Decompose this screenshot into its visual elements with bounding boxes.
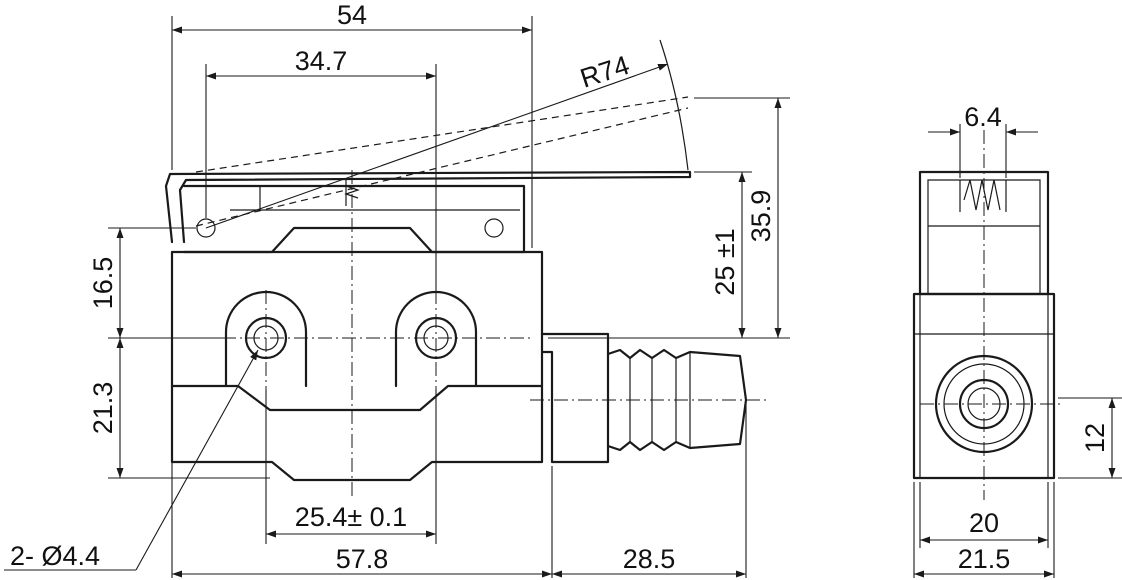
dim-34-7-label: 34.7 [295,46,348,76]
lever-swing-dashed-2 [195,107,689,227]
dim-12-label: 12 [1080,423,1110,453]
dim-21-3-label: 21.3 [88,382,118,435]
front-dimensions: 54 34.7 R74 16.5 21.3 25.4± 0.1 2- Ø4.4 … [4,0,790,578]
housing-step [170,384,544,412]
dim-57-8-label: 57.8 [336,544,389,574]
dim-16-5-label: 16.5 [88,257,118,310]
dim-54-label: 54 [337,0,367,30]
side-body [912,292,1056,480]
dim-20-label: 20 [969,508,999,538]
pivot-hole-right [484,218,504,238]
lever-arm [164,170,692,244]
dim-35-9-label: 35.9 [746,190,776,243]
plunger-collar [540,332,610,464]
side-view [912,130,1060,500]
hole-callout-leader [135,349,259,571]
pivot-hole-left [196,218,216,238]
lever-swing-dashed [195,96,689,173]
lever-arc [659,39,689,171]
dim-r74-label: R74 [577,50,633,94]
radius-leader [205,63,669,229]
front-view [150,39,770,500]
main-housing [170,250,544,482]
hole-callout-label: 2- Ø4.4 [10,541,100,571]
side-plunger-spring [959,179,1007,212]
dim-25-1-label: 25 ±1 [710,228,740,295]
dim-25-4-label: 25.4± 0.1 [295,502,407,532]
dim-6-4-label: 6.4 [964,102,1002,132]
dim-21-5-label: 21.5 [958,544,1011,574]
actuator-head [182,184,526,254]
side-dimensions: 6.4 12 20 21.5 [913,102,1122,578]
dim-28-5-label: 28.5 [623,544,676,574]
side-head-inner [919,179,1041,294]
